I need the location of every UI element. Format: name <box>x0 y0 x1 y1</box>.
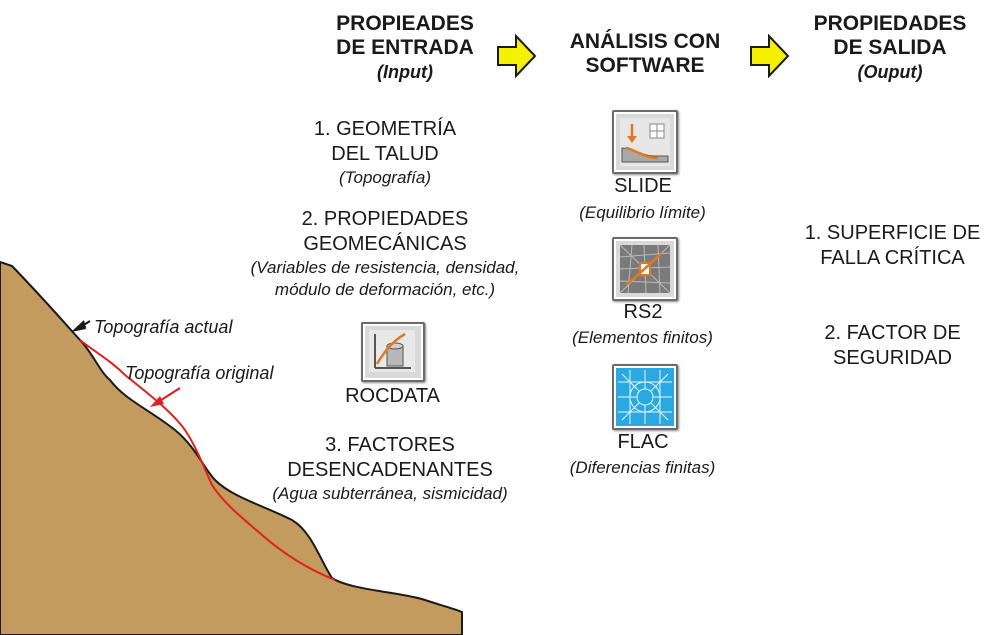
rs2-software-icon <box>612 237 678 301</box>
geometry-note: (Topografía) <box>339 168 431 187</box>
slide-label: SLIDE <box>614 175 672 197</box>
input-geomechanics: 2. PROPIEDADES GEOMECÁNICAS (Variables d… <box>215 207 555 301</box>
current-topo-arrowhead-icon <box>71 320 86 332</box>
geometry-line2: DEL TALUD <box>331 143 439 165</box>
current-topo-label: Topografía actual <box>94 317 233 337</box>
slide-note: (Equilibrio límite) <box>579 203 706 222</box>
input-geometry: 1. GEOMETRÍA DEL TALUD (Topografía) <box>270 117 500 189</box>
original-topo-arrowhead-icon <box>150 396 164 407</box>
yellow-arrow-icon <box>750 34 790 78</box>
surface-line1: 1. SUPERFICIE DE <box>804 222 981 244</box>
flac-note: (Diferencias finitas) <box>569 458 716 477</box>
output-subtitle: (Ouput) <box>857 62 923 82</box>
geomech-note-line1: (Variables de resistencia, densidad, <box>250 258 520 277</box>
software-title-line1: ANÁLISIS CON <box>569 30 721 53</box>
geomech-line1: 2. PROPIEDADES <box>301 208 469 230</box>
geomech-note-line2: módulo de deformación, etc.) <box>274 280 496 299</box>
geometry-line1: 1. GEOMETRÍA <box>313 118 457 140</box>
input-title-line2: DE ENTRADA <box>336 36 474 59</box>
output-header: PROPIEDADES DE SALIDA (Ouput) <box>790 12 990 84</box>
output-critical-surface: 1. SUPERFICIE DE FALLA CRÍTICA <box>785 221 1000 271</box>
triggers-line2: DESENCADENANTES <box>287 459 493 481</box>
flac-software-icon <box>612 364 678 430</box>
rocdata-label: ROCDATA <box>345 385 440 407</box>
factor-line2: SEGURIDAD <box>833 347 952 369</box>
input-subtitle: (Input) <box>377 62 433 82</box>
input-header: PROPIEADES DE ENTRADA (Input) <box>300 12 510 84</box>
output-title-line2: DE SALIDA <box>833 36 947 59</box>
software-header: ANÁLISIS CON SOFTWARE <box>545 30 745 78</box>
software-title-line2: SOFTWARE <box>585 54 705 77</box>
triggers-line1: 3. FACTORES <box>325 434 455 456</box>
rs2-note: (Elementos finitos) <box>572 328 713 347</box>
rs2-label: RS2 <box>623 301 663 323</box>
input-triggers: 3. FACTORES DESENCADENANTES (Agua subter… <box>230 433 550 505</box>
original-topo-label: Topografía original <box>125 363 274 383</box>
geomech-line2: GEOMECÁNICAS <box>303 233 467 255</box>
output-title-line1: PROPIEDADES <box>813 12 967 35</box>
flac-label: FLAC <box>617 431 669 453</box>
rocdata-software-icon <box>361 322 425 382</box>
slide-software-icon <box>612 110 678 174</box>
input-title-line1: PROPIEADES <box>336 12 474 35</box>
yellow-arrow-icon <box>497 34 537 78</box>
factor-line1: 2. FACTOR DE <box>824 322 961 344</box>
triggers-note: (Agua subterránea, sismicidad) <box>272 484 508 503</box>
surface-line2: FALLA CRÍTICA <box>820 247 965 269</box>
output-safety-factor: 2. FACTOR DE SEGURIDAD <box>785 321 1000 371</box>
original-topography-line <box>79 339 336 581</box>
